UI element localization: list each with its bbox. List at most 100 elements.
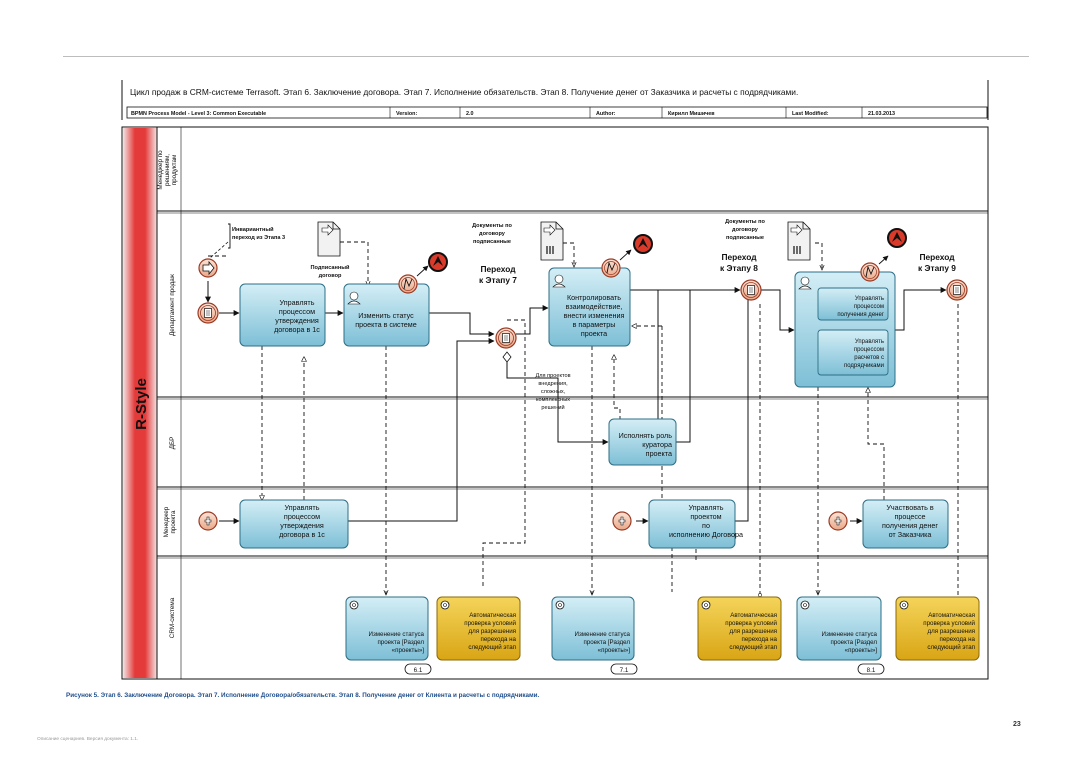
- text-line: перехода на: [481, 636, 517, 643]
- text-line: Изменение статуса: [822, 631, 878, 638]
- plus-icon: [834, 516, 842, 526]
- svg-text:6.1: 6.1: [414, 667, 423, 674]
- pool: R-Style: [121, 126, 989, 680]
- text-line: договору: [732, 227, 759, 233]
- plus-icon: [204, 516, 212, 526]
- text-line: договор: [319, 273, 342, 279]
- text-line: Управлять: [280, 298, 315, 307]
- text-line: проекта [Раздел: [377, 639, 424, 646]
- text-line: проверка условий: [725, 620, 777, 627]
- text-line: для разрешения: [469, 628, 516, 635]
- chevron-up-icon: [433, 256, 443, 266]
- invariant-annotation: Инвариантный переход из Этапа 3: [209, 223, 285, 259]
- boundary-event-1[interactable]: [398, 265, 429, 294]
- text-line: утверждения: [275, 316, 319, 325]
- gear-icon: [899, 600, 909, 610]
- escalation-end-2[interactable]: [633, 234, 653, 254]
- text-line: Автоматическая: [928, 612, 975, 619]
- page-number: 23: [1013, 721, 1021, 728]
- text-line: проекта: [581, 329, 607, 338]
- text-line: процессом: [284, 512, 320, 521]
- svg-text:договор: договор: [319, 273, 342, 279]
- version-label: Version:: [396, 111, 417, 117]
- data-object-docs-signed-2[interactable]: Документы по договору подписанные: [725, 219, 811, 261]
- data-object-docs-signed-1[interactable]: Документы по договору подписанные: [472, 221, 564, 261]
- start-event-pm-2[interactable]: [612, 511, 632, 531]
- text-line: утверждения: [280, 521, 324, 530]
- intermediate-event-1[interactable]: [197, 302, 219, 324]
- version-value: 2.0: [466, 111, 474, 117]
- svg-text:подписанные: подписанные: [726, 235, 764, 241]
- boundary-event-3[interactable]: [860, 255, 889, 282]
- text-line: подписанные: [726, 235, 764, 241]
- user-icon: [347, 291, 361, 305]
- lane-label-project-manager: Менеджерпроекта: [163, 506, 177, 537]
- start-event-pm-1[interactable]: [198, 511, 218, 531]
- escalation-end-1[interactable]: [428, 252, 448, 272]
- pool-band: [123, 128, 157, 678]
- boundary-event-2[interactable]: [601, 249, 632, 278]
- text-line: Подписанный: [311, 264, 351, 271]
- gear-icon: [555, 600, 565, 610]
- text-line: Управлять: [689, 503, 724, 512]
- lane-label-dbr: ДБР: [169, 437, 176, 450]
- collection-icon: [546, 246, 554, 254]
- text-line: переход из Этапа 3: [232, 235, 285, 241]
- text-line: следующий этап: [729, 644, 777, 651]
- user-icon: [798, 276, 812, 290]
- start-event-invariant[interactable]: [198, 258, 218, 278]
- text-line: сложных,: [541, 389, 566, 395]
- start-event-pm-3[interactable]: [828, 511, 848, 531]
- text-line: для разрешения: [928, 628, 975, 635]
- escalation-end-3[interactable]: [887, 228, 907, 248]
- text-line: Переход: [480, 264, 516, 274]
- text-line: Изменение статуса: [369, 631, 425, 638]
- text-line: проекта в системе: [355, 320, 416, 329]
- text-line: «проекты»]: [845, 647, 878, 654]
- diagram-title: Цикл продаж в CRM-системе Terrasoft. Эта…: [130, 87, 798, 97]
- data-object-signed-contract[interactable]: Подписанный договор: [311, 221, 351, 279]
- text-line: проверка условий: [923, 620, 975, 627]
- text-line: Для проектов: [535, 373, 570, 379]
- model-label: BPMN Process Model - Level 3: Common Exe…: [131, 111, 266, 117]
- crm-ref-6-1: 6.1: [404, 663, 432, 675]
- document-footer: Описание сценариев. Версия документа: 1.…: [37, 737, 139, 742]
- text-line: Переход: [721, 252, 757, 262]
- svg-text:подписанные: подписанные: [473, 239, 511, 245]
- text-line: для разрешения: [730, 628, 777, 635]
- page-top-rule: [63, 56, 1029, 57]
- text-line: исполнению Договора: [669, 530, 743, 539]
- svg-text:8.1: 8.1: [867, 667, 876, 674]
- modified-label: Last Modified:: [792, 111, 829, 117]
- svg-text:Документы по: Документы по: [472, 223, 512, 229]
- chevron-up-icon: [892, 232, 902, 242]
- crm-ref-8-1: 8.1: [857, 663, 885, 675]
- gear-icon: [440, 600, 450, 610]
